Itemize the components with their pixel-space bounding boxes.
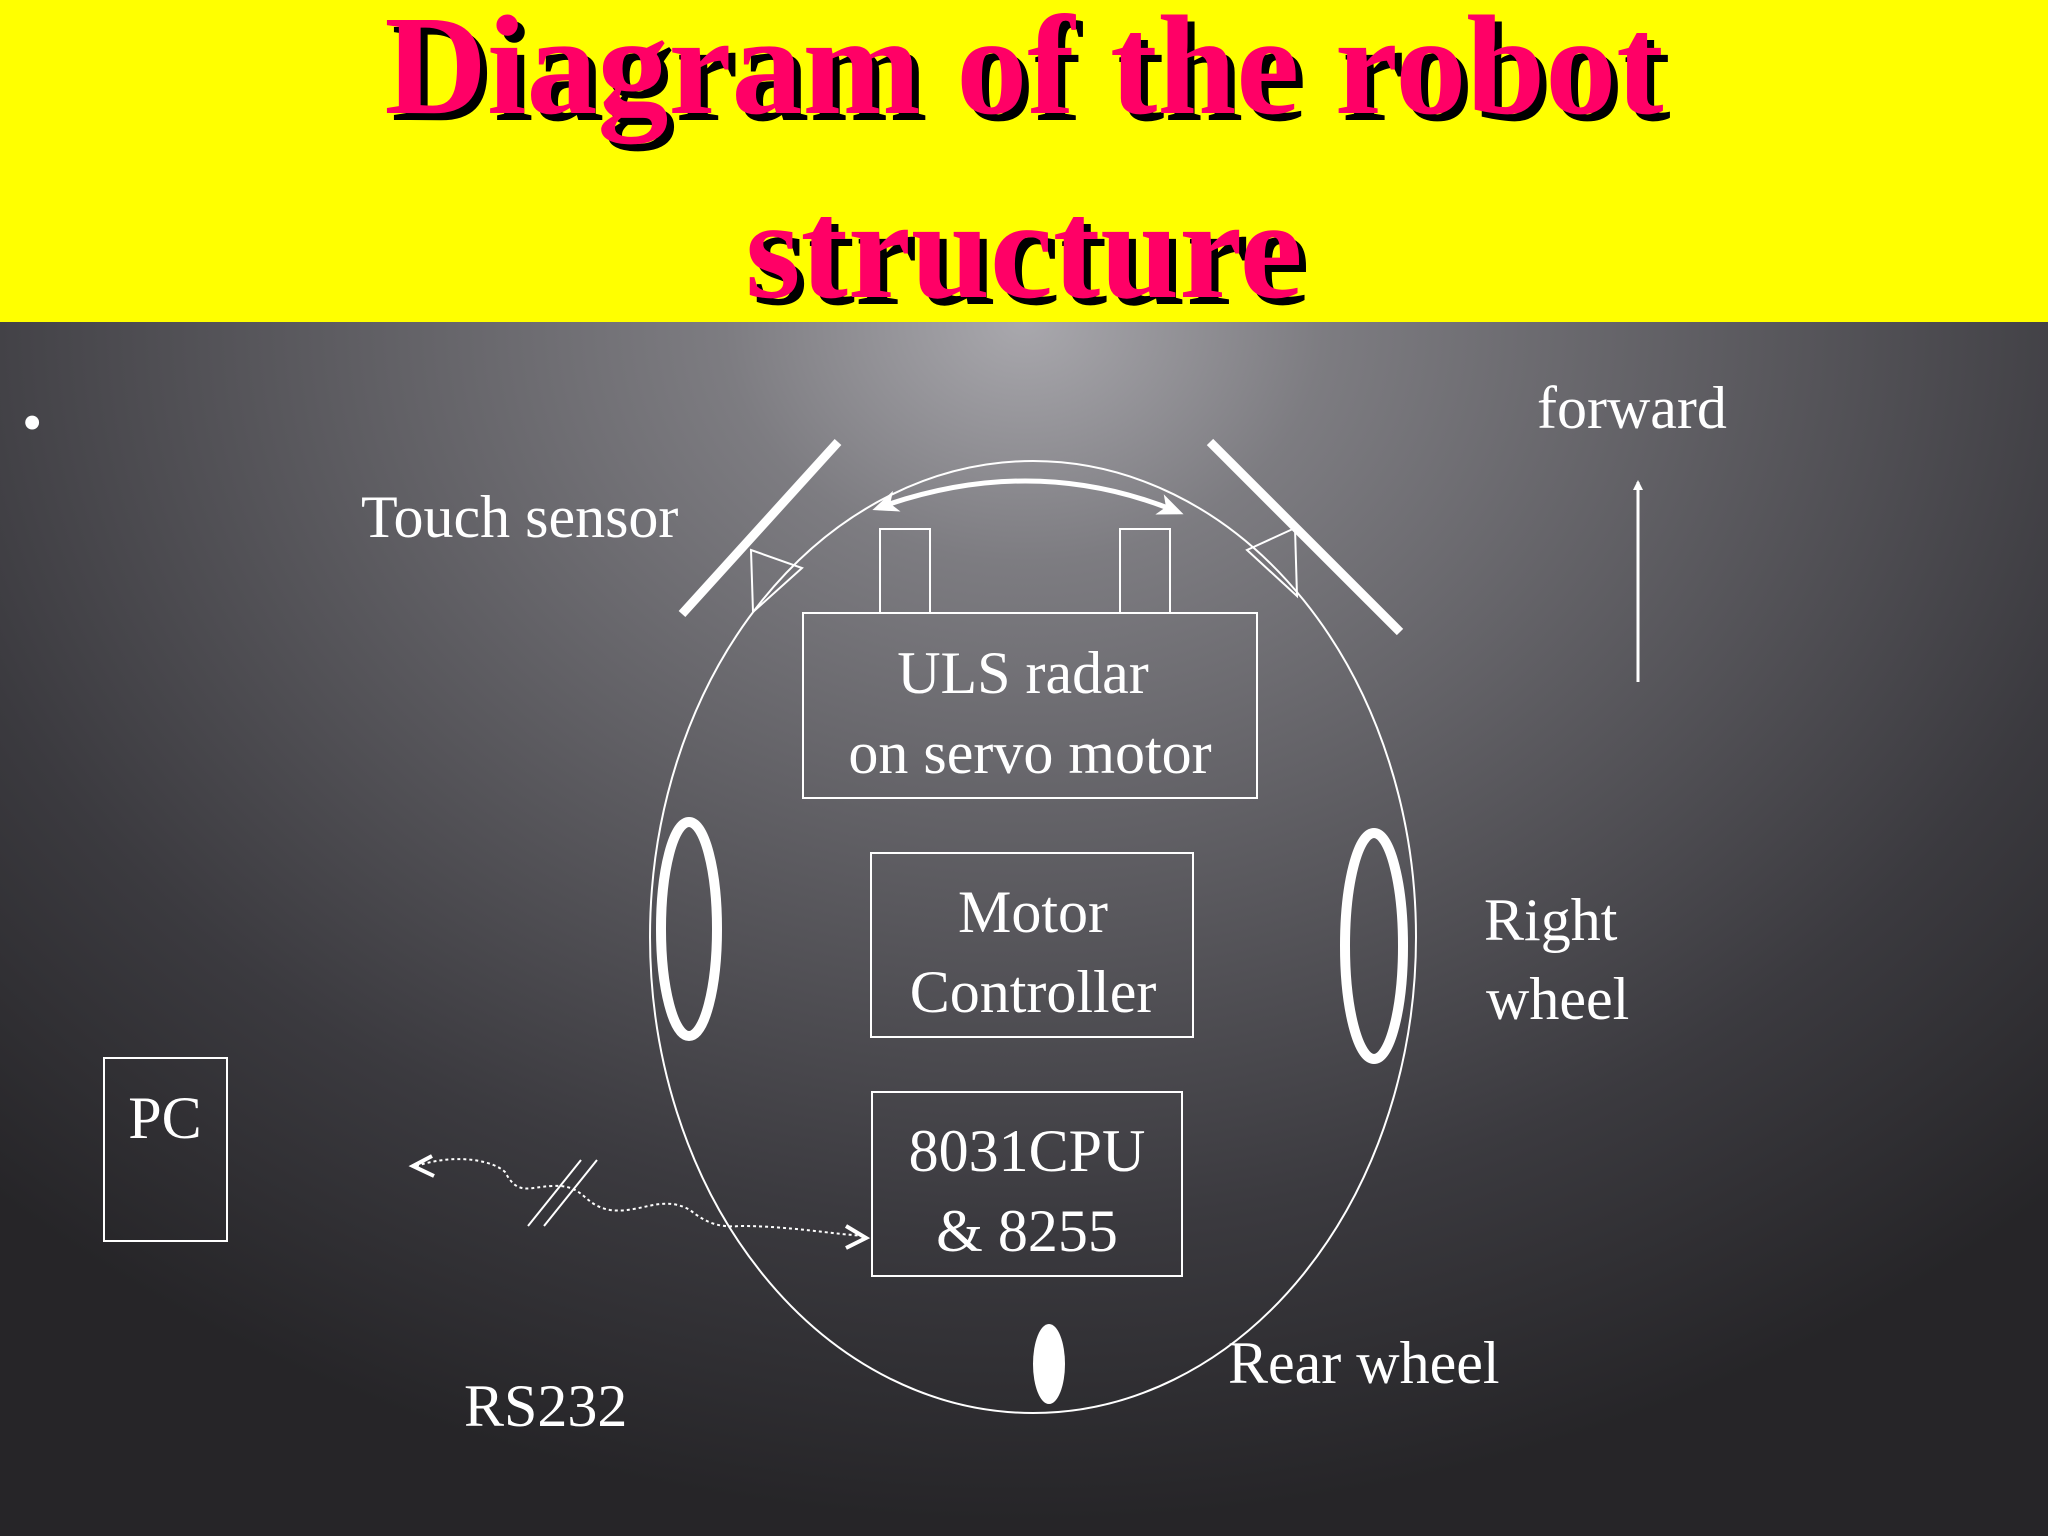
touch-sensor-label: Touch sensor: [361, 484, 678, 550]
cpu-box: [871, 1091, 1183, 1277]
uls-radar-label: ULS radar: [897, 640, 1149, 706]
left-wheel: [656, 817, 722, 1041]
pc-label: PC: [128, 1085, 201, 1151]
left-touch-sensor-bar: [678, 438, 842, 618]
slide-body: [0, 322, 2048, 1536]
rear-wheel: [1033, 1324, 1065, 1404]
rs232-left-arrowhead: [408, 1154, 435, 1178]
rear-wheel-label: Rear wheel: [1228, 1330, 1500, 1396]
left-ultrasonic-transducer: [879, 528, 931, 614]
rs232-break-mark-2: [543, 1159, 598, 1227]
bullet-point: •: [22, 390, 42, 455]
uls-radar-sublabel: on servo motor: [848, 720, 1211, 786]
rs232-link-line: [415, 1158, 867, 1237]
forward-label: forward: [1537, 375, 1727, 441]
robot-body-outline: [649, 460, 1417, 1414]
rs232-label: RS232: [464, 1373, 627, 1439]
motor-controller-box: [870, 852, 1194, 1038]
servo-sweep-arrow: [872, 478, 1184, 515]
rs232-break-mark-1: [527, 1159, 582, 1227]
cpu-sublabel: & 8255: [936, 1198, 1118, 1264]
right-wheel-label: Right: [1484, 887, 1618, 953]
title-banner: Diagram of the robot structure: [0, 0, 2048, 322]
right-ultrasonic-transducer: [1119, 528, 1171, 614]
left-touch-sensor-mount: [749, 548, 804, 615]
right-touch-sensor-mount: [1245, 526, 1299, 599]
rs232-right-arrowhead: [844, 1224, 871, 1250]
page-title-line-2: structure: [745, 170, 1303, 328]
right-wheel: [1340, 828, 1408, 1064]
cpu-label: 8031CPU: [909, 1118, 1146, 1184]
motor-controller-label: Motor: [958, 879, 1108, 945]
right-touch-sensor-bar: [1206, 438, 1404, 636]
motor-controller-sublabel: Controller: [910, 959, 1157, 1025]
right-wheel-sublabel: wheel: [1486, 966, 1629, 1032]
page-title-line-1: Diagram of the robot: [384, 0, 1664, 144]
uls-radar-box: [802, 612, 1258, 799]
pc-box: [103, 1057, 228, 1242]
